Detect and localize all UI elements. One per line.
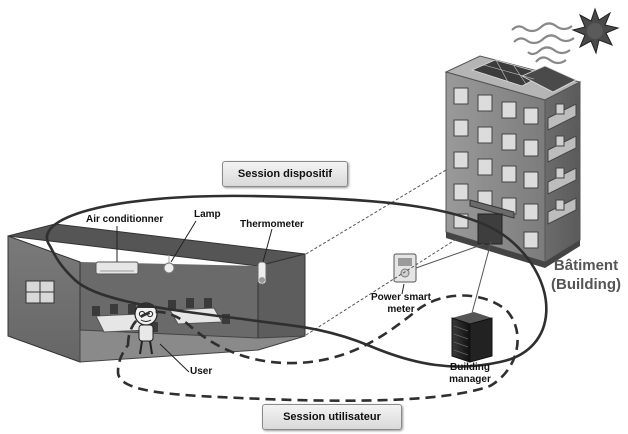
user-label: User bbox=[190, 366, 213, 377]
user-session-label: Session utilisateur bbox=[262, 404, 402, 430]
thermometer-label: Thermometer bbox=[240, 219, 304, 230]
lamp-label: Lamp bbox=[194, 209, 221, 220]
air-conditioner-label: Air conditionner bbox=[86, 214, 164, 225]
sun-icon bbox=[571, 7, 620, 55]
power-meter-device bbox=[393, 253, 417, 283]
building-manager-label-line1: Building bbox=[450, 362, 490, 373]
power-meter-label: Power smart meter bbox=[362, 292, 440, 316]
building-manager-label: Building manager bbox=[438, 362, 502, 386]
connection-lines bbox=[305, 169, 492, 336]
building-label: Bâtiment (Building) bbox=[546, 256, 626, 294]
server-device bbox=[451, 312, 493, 363]
label-leaders bbox=[116, 220, 405, 373]
power-meter-label-line1: Power smart bbox=[370, 292, 432, 303]
device-session-label: Session dispositif bbox=[222, 161, 348, 187]
user-session-text: Session utilisateur bbox=[283, 411, 381, 423]
device-session-text: Session dispositif bbox=[237, 168, 333, 180]
user-session-loop bbox=[116, 294, 519, 403]
room-illustration bbox=[7, 223, 306, 363]
sun-rays bbox=[511, 22, 575, 65]
device-session-loop bbox=[45, 194, 548, 368]
building-label-line1: Bâtiment bbox=[553, 257, 619, 274]
power-meter-label-line2: meter bbox=[387, 304, 415, 315]
building-label-line2: (Building) bbox=[551, 276, 621, 293]
building-manager-label-line2: manager bbox=[449, 374, 491, 385]
building-illustration bbox=[444, 55, 582, 268]
